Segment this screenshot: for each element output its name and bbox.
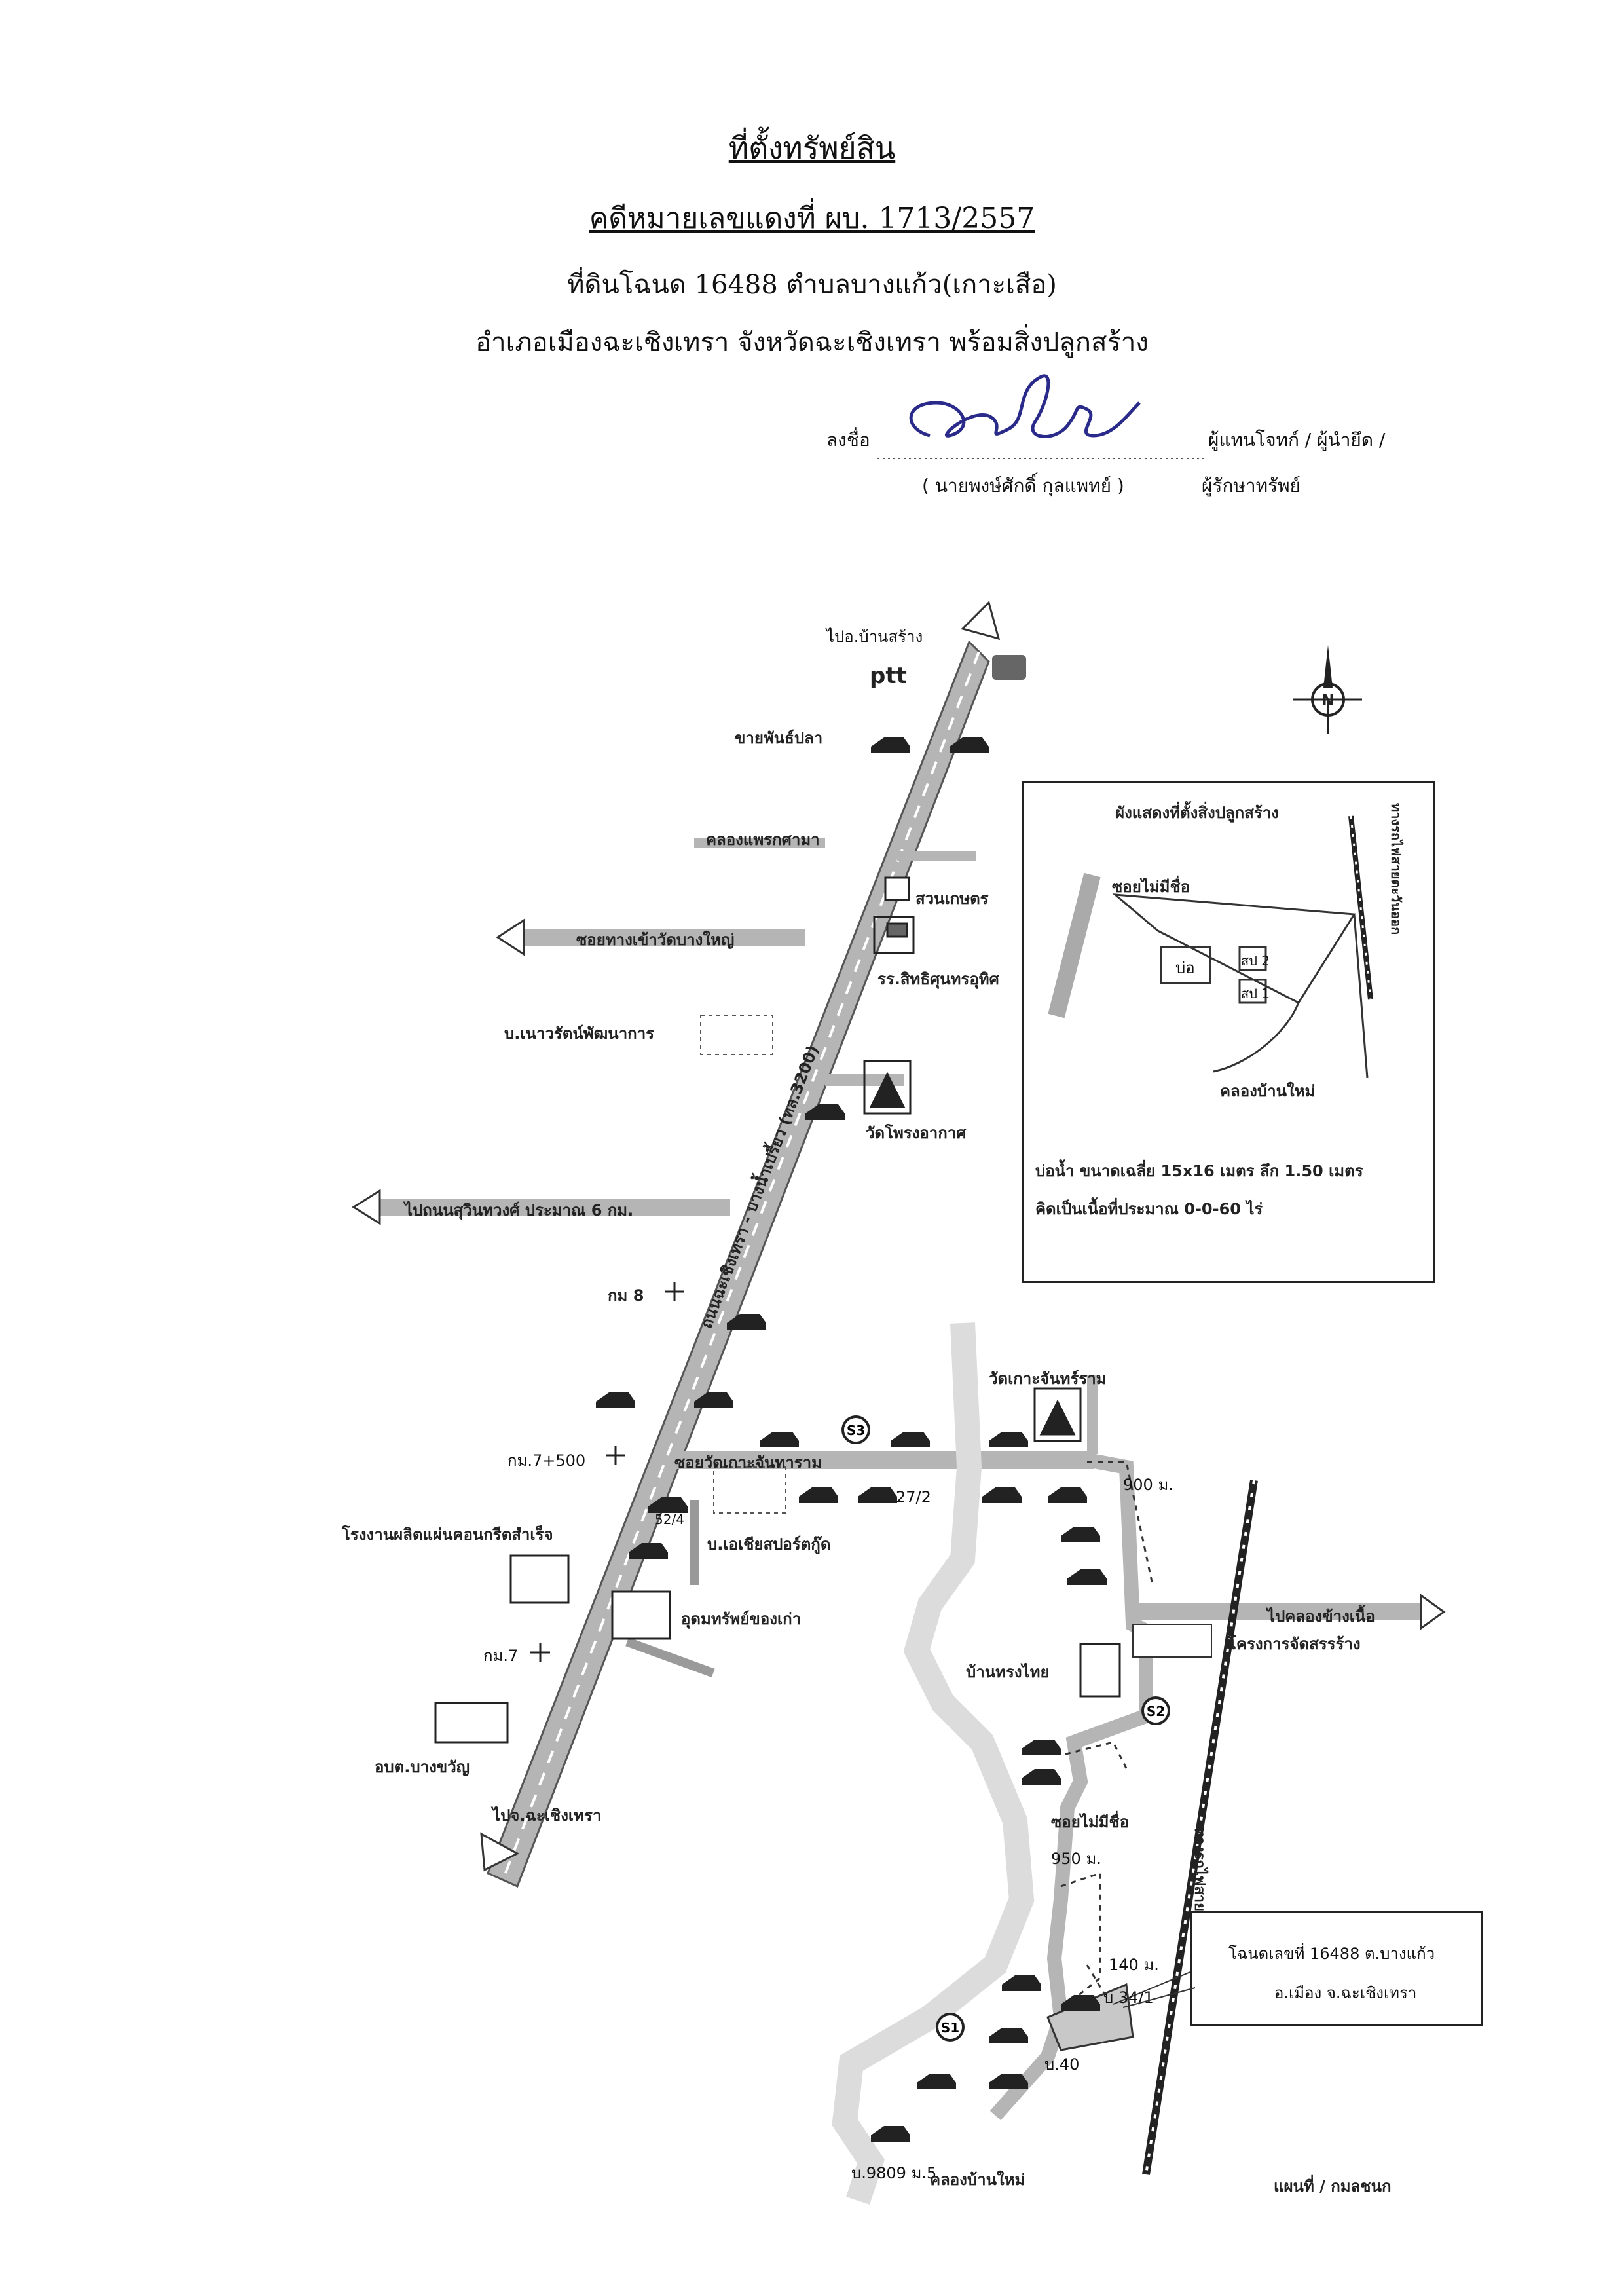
label-khlong-phraek: คลองแพรกศามา: [706, 830, 820, 849]
obt-building-icon: [434, 1702, 509, 1744]
compass-label: N: [1321, 691, 1335, 709]
s2-label: S2: [1147, 1704, 1165, 1719]
land-line: ที่ดินโฉนด 16488 ตำบลบางแก้ว(เกาะเสือ): [567, 270, 1057, 300]
label-house-9809: บ.9809 ม.5: [851, 2164, 937, 2182]
label-house-52-4: 52/4: [655, 1512, 684, 1527]
arrow-suwinthawong: [352, 1189, 381, 1225]
deed-land-parcel: [1046, 1983, 1134, 2051]
label-to-ban-sang: ไปอ.บ้านสร้าง: [826, 627, 923, 646]
label-to-suwinthawong: ไปถนนสุวินทวงศ์ ประมาณ 6 กม.: [405, 1201, 634, 1220]
inset-title: ผังแสดงที่ตั้งสิ่งปลูกสร้าง: [1115, 804, 1279, 822]
inset-drawing: [1048, 815, 1373, 1079]
arrow-soi-wat-bang-yai: [496, 918, 525, 956]
deed-line-2: อ.เมือง จ.ฉะเชิงเทรา: [1274, 1984, 1417, 2002]
deed-info-box: โฉนดเลขที่ 16488 ต.บางแก้ว อ.เมือง จ.ฉะเ…: [1190, 1911, 1483, 2026]
antique-shop-icon: [611, 1590, 671, 1640]
km-marker-icon: [530, 1282, 684, 1662]
inset-pond: [1160, 946, 1211, 984]
s3-label: S3: [847, 1423, 865, 1438]
label-soi-wat-bang-yai: ซอยทางเข้าวัดบางใหญ่: [576, 931, 735, 949]
label-dist-950: 950 ม.: [1051, 1850, 1101, 1868]
label-suan-kaset: สวนเกษตร: [915, 889, 989, 908]
label-dist-140: 140 ม.: [1109, 1956, 1159, 1974]
label-antique-shop: อุดมทรัพย์ของเก่า: [681, 1610, 802, 1628]
deed-line-1: โฉนดเลขที่ 16488 ต.บางแก้ว: [1228, 1945, 1435, 1963]
role-line-1: ผู้แทนโจทก์ / ผู้นำยึด /: [1208, 429, 1386, 451]
suan-kaset-marker: [884, 876, 910, 901]
north-arrow-highway: [961, 601, 1001, 641]
label-map-source: แผนที่ / กมลชนก: [1274, 2177, 1392, 2195]
label-wat-ko-chan: วัดเกาะจันทร์ราม: [989, 1370, 1107, 1388]
s2-marker: [1141, 1696, 1170, 1725]
highway-road: [487, 640, 990, 1888]
inset-note-1: บ่อน้ำ ขนาดเฉลี่ย 15x16 เมตร ลึก 1.50 เม…: [1035, 1162, 1363, 1180]
s1-marker: [936, 2013, 965, 2042]
railway-line: [1142, 1480, 1258, 2175]
arrow-to-khlong: [1420, 1594, 1446, 1630]
label-soi-wat-ko: ซอยวัดเกาะจันทาราม: [674, 1453, 822, 1472]
south-arrow-highway: [480, 1832, 520, 1872]
label-khlong-ban-mai: คลองบ้านใหม่: [930, 2171, 1025, 2189]
case-number: คดีหมายเลขแดงที่ ผบ. 1713/2557: [589, 202, 1035, 235]
label-to-chachoengsao: ไปจ.ฉะเชิงเทรา: [492, 1806, 602, 1825]
label-house-27-2: 27/2: [896, 1488, 931, 1506]
label-ptt: ptt: [870, 663, 907, 689]
temple-icon: [863, 1060, 1082, 1442]
signature-image: [877, 374, 1205, 459]
school-icon: [873, 916, 915, 954]
label-wat-phrong: วัดโพรงอากาศ: [866, 1124, 967, 1142]
label-ban-song-thai: บ้านทรงไทย: [966, 1663, 1050, 1681]
label-house-40: บ.40: [1044, 2055, 1080, 2074]
label-km8: กม 8: [608, 1286, 644, 1305]
district-line: อำเภอเมืองฉะเชิงเทรา จังหวัดฉะเชิงเทรา พ…: [475, 327, 1149, 358]
inset-pond-label: บ่อ: [1175, 959, 1195, 977]
deed-pointer: [1122, 1987, 1196, 2008]
inset-layout-box: ผังแสดงที่ตั้งสิ่งปลูกสร้าง ซอยไม่มีชื่อ…: [1022, 781, 1435, 1283]
house-icon: [596, 737, 1107, 2142]
inset-soi: ซอยไม่มีชื่อ: [1112, 878, 1190, 896]
signer-name: ( นายพงษ์ศักดิ์ กุลแพทย์ ): [922, 475, 1124, 496]
label-dist-900: 900 ม.: [1123, 1476, 1173, 1494]
concrete-factory-icon: [509, 1554, 570, 1604]
canal-khlong-ban-mai: [832, 1322, 1035, 2205]
thai-house-icon: [1079, 1643, 1121, 1698]
sign-label: ลงชื่อ: [826, 429, 870, 451]
label-obt: อบต.บางขวัญ: [375, 1758, 470, 1776]
role-line-2: ผู้รักษาทรัพย์: [1202, 475, 1301, 496]
s3-marker: [841, 1415, 870, 1444]
label-fish-shop: ขายพันธ์ปลา: [735, 729, 823, 747]
label-housing-project: โครงการจัดสรรร้าง: [1228, 1635, 1361, 1653]
page-title: ที่ตั้งทรัพย์สิน: [728, 130, 896, 166]
road-name-label: ถนนฉะเชิงเทรา - บางน้ำเปรี้ยว (ทล.3200): [694, 1041, 822, 1331]
compass-icon: N: [1293, 645, 1362, 734]
inset-note-2: คิดเป็นเนื้อที่ประมาณ 0-0-60 ไร่: [1035, 1200, 1263, 1218]
label-company-naowarat: บ.เนาวรัตน์พัฒนาการ: [504, 1024, 655, 1043]
s1-label: S1: [941, 2020, 959, 2036]
inset-canal: คลองบ้านใหม่: [1220, 1082, 1316, 1100]
inset-sp2-label: สป 2: [1241, 953, 1270, 969]
label-to-khlong: ไปคลองข้างเนื้อ: [1267, 1607, 1375, 1626]
inset-sp1-label: สป 1: [1241, 986, 1270, 1001]
label-soi-no-name: ซอยไม่มีชื่อ: [1051, 1813, 1130, 1831]
label-asia-sport: บ.เอเชียสปอร์ตกู๊ด: [707, 1535, 831, 1554]
label-house-34-1: บ 34/1: [1103, 1988, 1154, 2007]
label-concrete-factory: โรงงานผลิตแผ่นคอนกรีตสำเร็จ: [342, 1525, 553, 1544]
label-km7: กม.7: [483, 1647, 519, 1665]
label-km7-500: กม.7+500: [507, 1451, 586, 1470]
inset-rail: ทางรถไฟสายตะวันออก: [1388, 803, 1404, 935]
label-school: รร.สิทธิศุนทรอุทิศ: [877, 970, 999, 988]
